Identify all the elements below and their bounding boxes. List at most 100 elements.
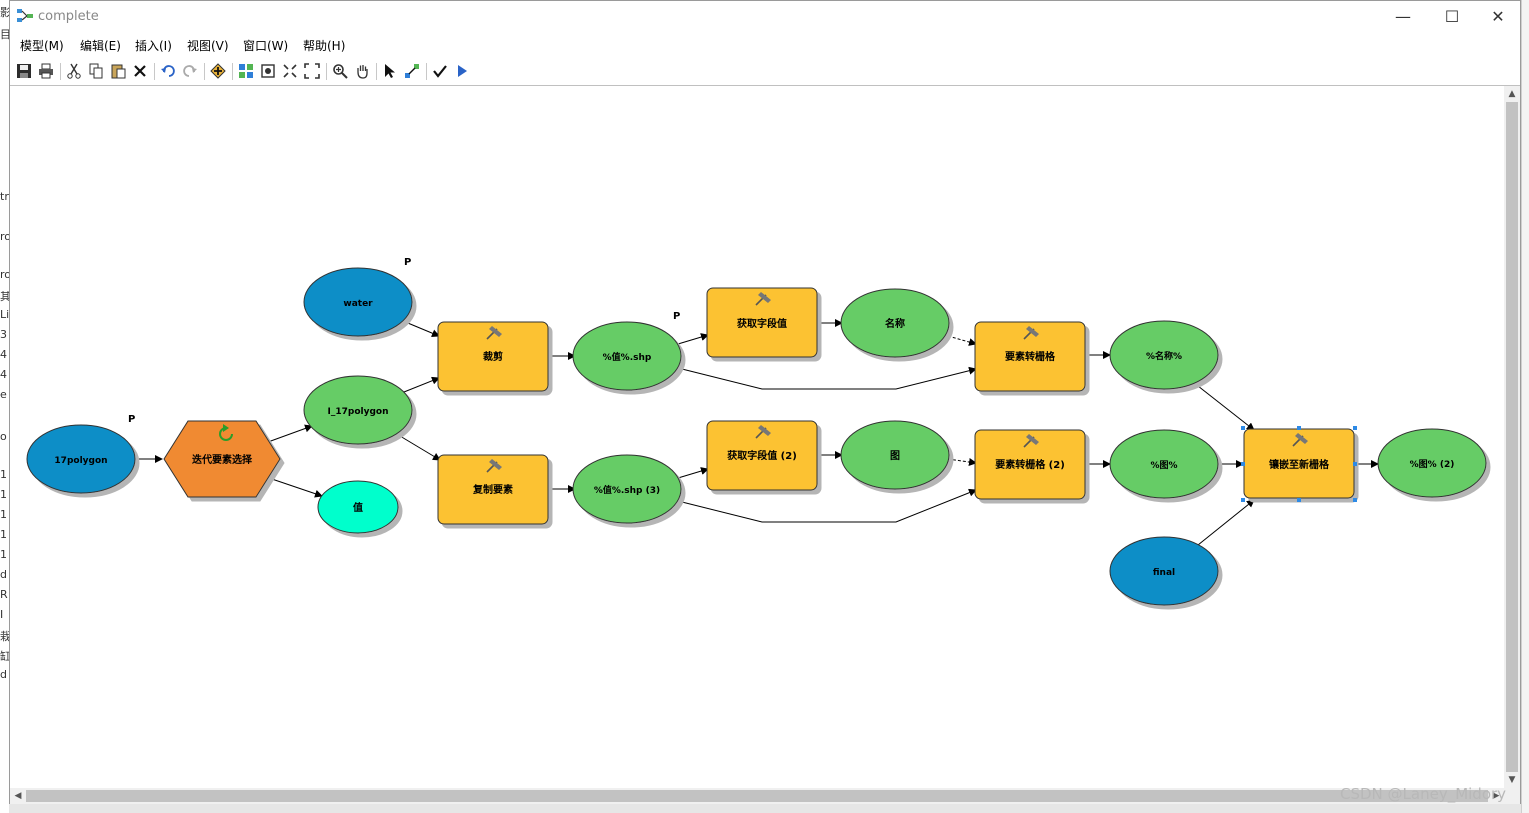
node-feature-to-raster-2-tool[interactable]: 要素转栅格 (2) <box>974 429 1086 500</box>
svg-text:water: water <box>343 299 373 309</box>
menu-help[interactable]: 帮助(H) <box>303 39 346 53</box>
connector <box>267 424 313 443</box>
toolbar-separator <box>232 63 233 80</box>
svg-text:%值%.shp (3): %值%.shp (3) <box>594 484 660 496</box>
save-icon[interactable] <box>14 61 34 81</box>
node-tu[interactable]: 图 <box>840 420 950 490</box>
close-button[interactable]: ✕ <box>1491 6 1505 26</box>
connector <box>402 320 440 337</box>
hammer-icon <box>486 326 502 340</box>
svg-text:%名称%: %名称% <box>1146 350 1182 362</box>
select-icon[interactable] <box>380 61 400 81</box>
node-i-17polygon[interactable]: I_17polygon <box>303 375 413 445</box>
node-tu-output[interactable]: %图% <box>1109 429 1219 499</box>
menu-model[interactable]: 模型(M) <box>20 39 64 53</box>
hammer-icon <box>1023 326 1039 340</box>
model-builder-window: complete — ☐ ✕ 模型(M) 编辑(E) 插入(I) 视图(V) 窗… <box>9 0 1521 804</box>
hammer-icon <box>1023 434 1039 448</box>
add-data-icon[interactable] <box>208 61 228 81</box>
undo-icon[interactable] <box>158 61 178 81</box>
zoom-in-icon[interactable] <box>330 61 350 81</box>
toolbar-separator <box>154 63 155 80</box>
model-canvas[interactable]: P P P 17polygon 迭代要素选择 I_17polygon <box>10 86 1504 788</box>
node-iterate-feature-selection[interactable]: 迭代要素选择 <box>163 420 281 498</box>
toolbar-separator <box>326 63 327 80</box>
refresh-icon <box>219 424 233 441</box>
connector <box>947 458 977 466</box>
background-app-right-edge <box>1521 0 1529 813</box>
window-title: complete <box>38 9 99 24</box>
model-diagram: P P P 17polygon 迭代要素选择 I_17polygon <box>26 257 1487 606</box>
scroll-left-icon[interactable]: ◀ <box>14 791 22 801</box>
vertical-scrollbar[interactable]: ▲ ▼ <box>1504 86 1520 788</box>
connector <box>1197 499 1255 546</box>
node-value-shp-3[interactable]: %值%.shp (3) <box>572 454 682 524</box>
svg-text:名称: 名称 <box>885 317 905 330</box>
connector <box>677 333 709 345</box>
hammer-icon <box>755 425 771 439</box>
background-app-bottom-edge <box>9 804 1521 813</box>
fit-to-window-icon[interactable] <box>280 61 300 81</box>
pan-icon[interactable] <box>352 61 372 81</box>
node-17polygon[interactable]: 17polygon <box>26 424 136 494</box>
svg-text:值: 值 <box>353 501 363 514</box>
redo-icon[interactable] <box>180 61 200 81</box>
node-name[interactable]: 名称 <box>840 288 950 358</box>
print-icon[interactable] <box>36 61 56 81</box>
menu-edit[interactable]: 编辑(E) <box>80 39 121 53</box>
minimize-button[interactable]: — <box>1395 6 1411 26</box>
menu-window[interactable]: 窗口(W) <box>243 39 289 53</box>
validate-icon[interactable] <box>430 61 450 81</box>
scroll-down-icon[interactable]: ▼ <box>1508 775 1516 785</box>
node-water[interactable]: water <box>303 267 413 337</box>
toolbar <box>10 59 1520 84</box>
svg-text:要素转栅格: 要素转栅格 <box>1005 350 1056 363</box>
svg-text:%图%: %图% <box>1150 460 1177 471</box>
node-tu-output-2[interactable]: %图% (2) <box>1377 428 1487 498</box>
toolbar-separator <box>426 63 427 80</box>
node-value[interactable]: 值 <box>317 480 399 534</box>
svg-text:获取字段值 (2): 获取字段值 (2) <box>726 449 797 462</box>
svg-text:I_17polygon: I_17polygon <box>328 407 389 417</box>
toolbar-separator <box>60 63 61 80</box>
node-copy-features-tool[interactable]: 复制要素 <box>437 454 549 525</box>
svg-text:镶嵌至新栅格: 镶嵌至新栅格 <box>1269 458 1330 471</box>
node-final[interactable]: final <box>1109 536 1219 606</box>
cut-icon[interactable] <box>64 61 84 81</box>
vertical-scroll-thumb[interactable] <box>1506 102 1518 772</box>
node-get-field-value-2-tool[interactable]: 获取字段值 (2) <box>706 420 818 491</box>
node-feature-to-raster-tool[interactable]: 要素转栅格 <box>974 321 1086 392</box>
connector <box>265 476 323 498</box>
node-value-shp[interactable]: %值%.shp <box>572 321 682 391</box>
copy-icon[interactable] <box>86 61 106 81</box>
delete-icon[interactable] <box>130 61 150 81</box>
horizontal-scroll-thumb[interactable] <box>26 790 1488 802</box>
scroll-right-icon[interactable]: ▶ <box>1492 791 1500 801</box>
model-builder-app-icon <box>17 9 33 22</box>
hammer-icon <box>486 459 502 473</box>
connector <box>677 467 709 479</box>
scroll-up-icon[interactable]: ▲ <box>1508 89 1516 99</box>
node-clip-tool[interactable]: 裁剪 <box>437 321 549 392</box>
horizontal-scrollbar[interactable]: ◀ ▶ <box>10 788 1504 804</box>
scrollbar-corner <box>1504 788 1520 804</box>
svg-text:17polygon: 17polygon <box>54 456 107 466</box>
title-bar: complete — ☐ ✕ <box>10 1 1520 31</box>
zoom-to-fit-icon[interactable] <box>302 61 322 81</box>
menu-insert[interactable]: 插入(I) <box>135 39 172 53</box>
toolbar-separator <box>376 63 377 80</box>
node-name-output[interactable]: %名称% <box>1109 320 1219 390</box>
connect-icon[interactable] <box>402 61 422 81</box>
svg-text:迭代要素选择: 迭代要素选择 <box>192 453 253 466</box>
menu-view[interactable]: 视图(V) <box>187 39 229 53</box>
node-get-field-value-tool[interactable]: 获取字段值 <box>706 287 818 358</box>
maximize-button[interactable]: ☐ <box>1444 6 1460 26</box>
node-mosaic-to-new-raster-tool[interactable]: 镶嵌至新栅格 <box>1241 426 1357 502</box>
svg-text:复制要素: 复制要素 <box>472 483 513 496</box>
parameter-marker: P <box>128 414 135 425</box>
paste-icon[interactable] <box>108 61 128 81</box>
run-icon[interactable] <box>452 61 472 81</box>
selection-handles[interactable] <box>1241 426 1357 502</box>
full-extent-icon[interactable] <box>258 61 278 81</box>
auto-layout-icon[interactable] <box>236 61 256 81</box>
